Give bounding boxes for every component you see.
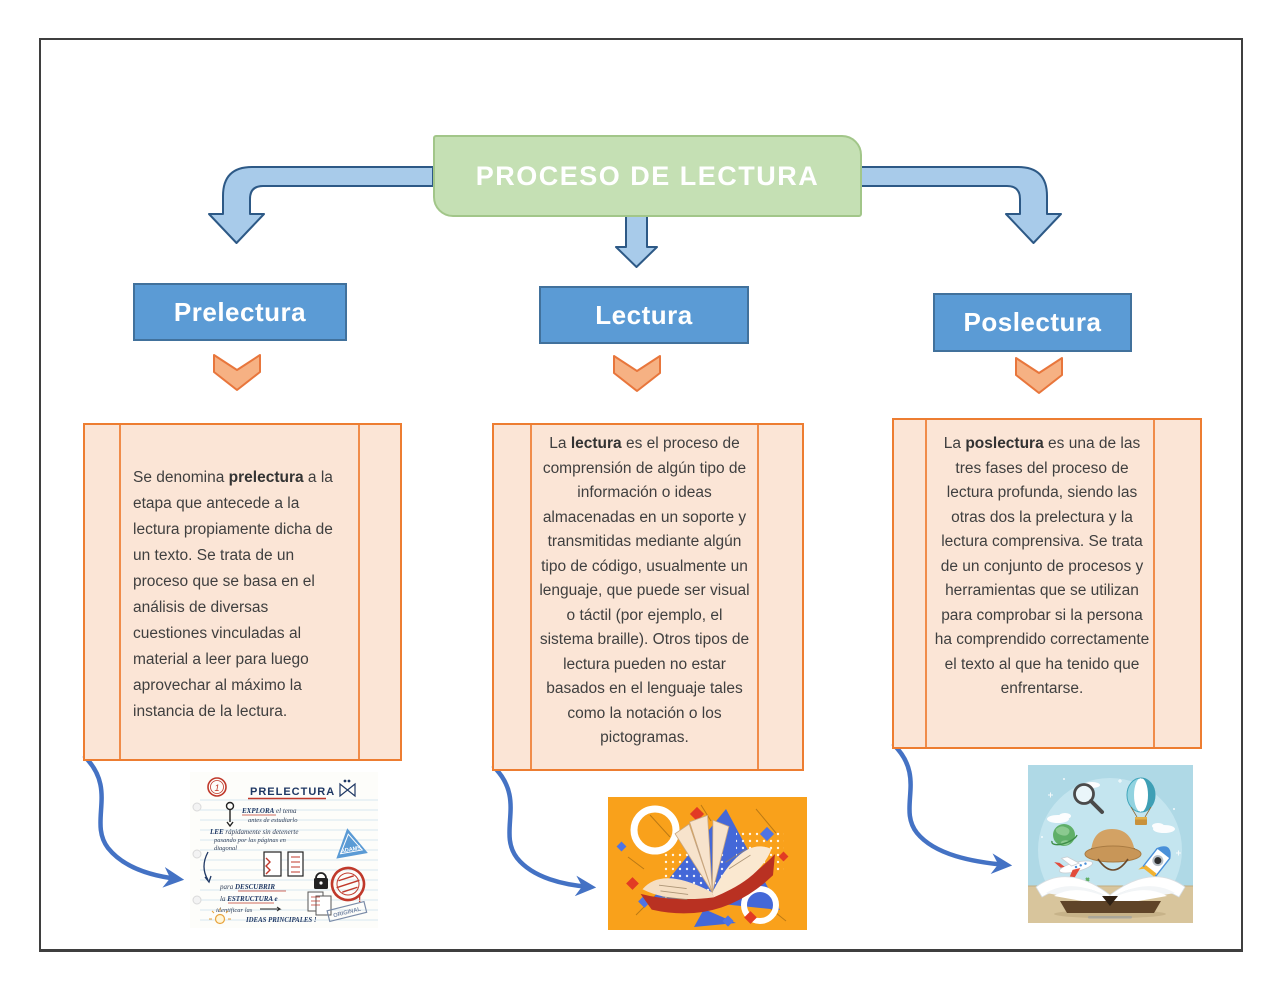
label-text: Poslectura (963, 307, 1102, 337)
body-bold: prelectura (228, 469, 304, 486)
card-body-text: La poslectura es una de las tres fases d… (934, 432, 1150, 702)
lightbulb-icon (209, 908, 231, 925)
body-post: a la etapa que antecede a la lectura pro… (133, 469, 333, 720)
body-bold: poslectura (965, 435, 1044, 452)
body-bold: lectura (570, 435, 622, 452)
exclamation-doodle: ! (358, 894, 361, 905)
svg-text:1: 1 (214, 783, 219, 793)
label-text: Prelectura (173, 296, 307, 327)
card-body-text: La lectura es el proceso de comprensión … (538, 432, 751, 751)
curl-arrow-doodle (203, 851, 212, 884)
globe-icon (1051, 824, 1078, 846)
white-ring (630, 805, 680, 855)
card-body-text: Se denomina prelectura a la etapa que an… (133, 465, 341, 725)
padlock-icon (314, 872, 328, 889)
round-stamp-icon (330, 866, 366, 902)
poslectura-open-book-image (1028, 765, 1193, 923)
sketch-line5: identificar las (216, 907, 253, 914)
sketch-line5-bold: IDEAS PRINCIPALES ! (245, 917, 317, 924)
title-box: PROCESO DE LECTURA (433, 135, 862, 217)
sketch-line2c: diagonal (214, 845, 237, 852)
number-badge-icon: 1 (207, 777, 227, 797)
svg-text:ADAMS: ADAMS (341, 845, 362, 854)
open-book-icon (1035, 876, 1186, 918)
triangle-stamp-icon: ADAMS (336, 828, 368, 859)
page-border-frame (39, 38, 1243, 952)
open-book-illustration (640, 814, 775, 914)
magnifying-glass-icon (1073, 783, 1104, 814)
sketch-line3: para DESCUBRIR (219, 883, 275, 891)
sketch-line4: la ESTRUCTURA e (220, 895, 278, 903)
description-card-poslectura: La poslectura es una de las tres fases d… (892, 418, 1202, 749)
sketch-line2: LEE rápidamente sin detenerte (209, 828, 298, 836)
clover-dot (1085, 877, 1090, 882)
bowtie-doodle-icon (339, 779, 356, 798)
clouds (1047, 782, 1175, 833)
body-post: es el proceso de comprensión de algún ti… (539, 435, 750, 746)
card-rule (1153, 420, 1155, 747)
branch-label-prelectura: Prelectura (133, 283, 347, 341)
body-pre: Se denomina (133, 469, 229, 486)
hole-punches (192, 802, 202, 905)
page-title: PROCESO DE LECTURA (475, 160, 820, 191)
body-pre: La (943, 435, 966, 452)
hot-air-balloon-icon (1126, 777, 1156, 825)
branch-label-lectura: Lectura (539, 286, 749, 344)
description-card-prelectura: Se denomina prelectura a la etapa que an… (83, 423, 402, 761)
card-rule (925, 420, 927, 747)
sketch-title: PRELECTURA (250, 786, 335, 798)
card-rule (530, 425, 532, 769)
page-thumbnails-icon (263, 851, 304, 877)
description-card-lectura: La lectura es el proceso de comprensión … (492, 423, 804, 771)
sketch-line1b: antes de estudiarlo (248, 817, 298, 824)
branch-label-poslectura: Poslectura (933, 293, 1132, 352)
body-post: es una de las tres fases del proceso de … (934, 435, 1150, 697)
watermark-text (1088, 916, 1132, 919)
label-text: Lectura (595, 299, 693, 330)
white-ring (741, 886, 779, 924)
prelectura-sketchnote-image: 1 PRELECTURA EXPLORA el tema antes de es… (190, 772, 378, 928)
key-doodle-icon (225, 801, 235, 828)
stars (1041, 778, 1181, 856)
sketch-line2b: pasando por las páginas en (213, 837, 286, 844)
rocket-icon (1138, 846, 1171, 882)
arrow-doodle (260, 906, 282, 912)
card-rule (358, 425, 360, 759)
card-rule (119, 425, 121, 759)
airplane-icon (1054, 856, 1093, 880)
lectura-book-collage-image (608, 797, 807, 930)
sketch-line1: EXPLORA el tema (241, 807, 297, 815)
card-rule (757, 425, 759, 769)
hat-icon (1084, 829, 1142, 871)
body-pre: La (549, 435, 571, 452)
